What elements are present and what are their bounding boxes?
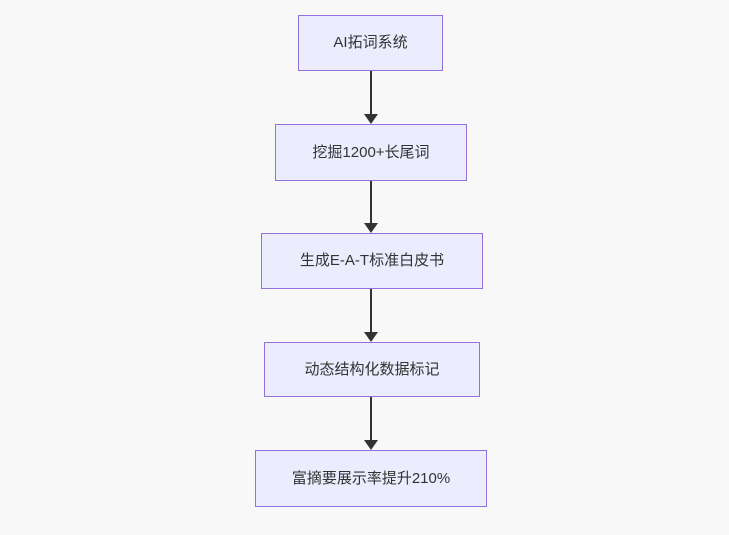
flowchart-node-structured-data-markup: 动态结构化数据标记 xyxy=(264,342,480,397)
arrow-line xyxy=(370,71,372,115)
arrowhead-down-icon xyxy=(364,114,378,124)
flowchart-node-ai-keyword-system: AI拓词系统 xyxy=(298,15,443,71)
flowchart-node-eat-whitepaper: 生成E-A-T标准白皮书 xyxy=(261,233,483,289)
arrow-line xyxy=(370,181,372,224)
arrowhead-down-icon xyxy=(364,440,378,450)
arrow-line xyxy=(370,289,372,333)
node-label: 富摘要展示率提升210% xyxy=(291,469,451,487)
flow-arrow xyxy=(364,397,378,450)
flow-arrow xyxy=(364,289,378,342)
flow-arrow xyxy=(364,71,378,124)
node-label: 动态结构化数据标记 xyxy=(304,360,440,378)
arrowhead-down-icon xyxy=(364,223,378,233)
flow-arrow xyxy=(364,181,378,233)
node-label: AI拓词系统 xyxy=(333,34,408,51)
node-label: 挖掘1200+长尾词 xyxy=(312,143,430,161)
arrowhead-down-icon xyxy=(364,332,378,342)
flowchart-node-longtail-mining: 挖掘1200+长尾词 xyxy=(275,124,467,181)
node-label: 生成E-A-T标准白皮书 xyxy=(299,252,445,269)
flowchart-node-rich-snippet-result: 富摘要展示率提升210% xyxy=(255,450,487,507)
arrow-line xyxy=(370,397,372,441)
